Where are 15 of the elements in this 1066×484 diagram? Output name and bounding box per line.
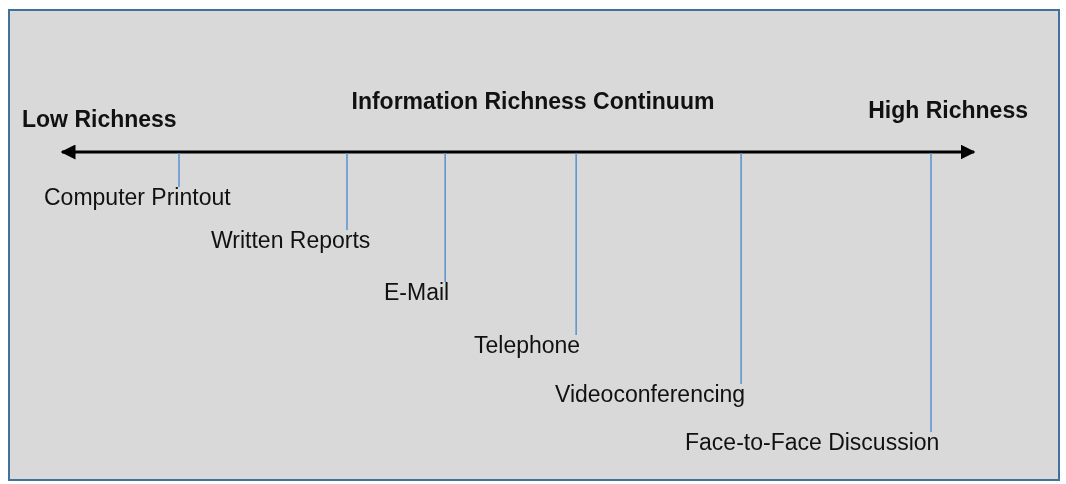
axis-end-label: Low Richness (22, 106, 177, 134)
leader-line (740, 152, 742, 385)
leader-line (346, 152, 348, 231)
leader-line (575, 152, 577, 336)
medium-label: Telephone (474, 332, 581, 360)
diagram-title: Information Richness Continuum (351, 88, 715, 116)
medium-label: Videoconferencing (555, 381, 746, 409)
medium-label: Computer Printout (44, 184, 231, 212)
leader-line (444, 152, 446, 283)
leader-line (178, 152, 180, 188)
medium-label: E-Mail (384, 279, 450, 307)
leader-line (930, 152, 932, 433)
medium-label: Face-to-Face Discussion (685, 429, 940, 457)
medium-label: Written Reports (211, 227, 371, 255)
axis-end-label: High Richness (868, 97, 1028, 125)
